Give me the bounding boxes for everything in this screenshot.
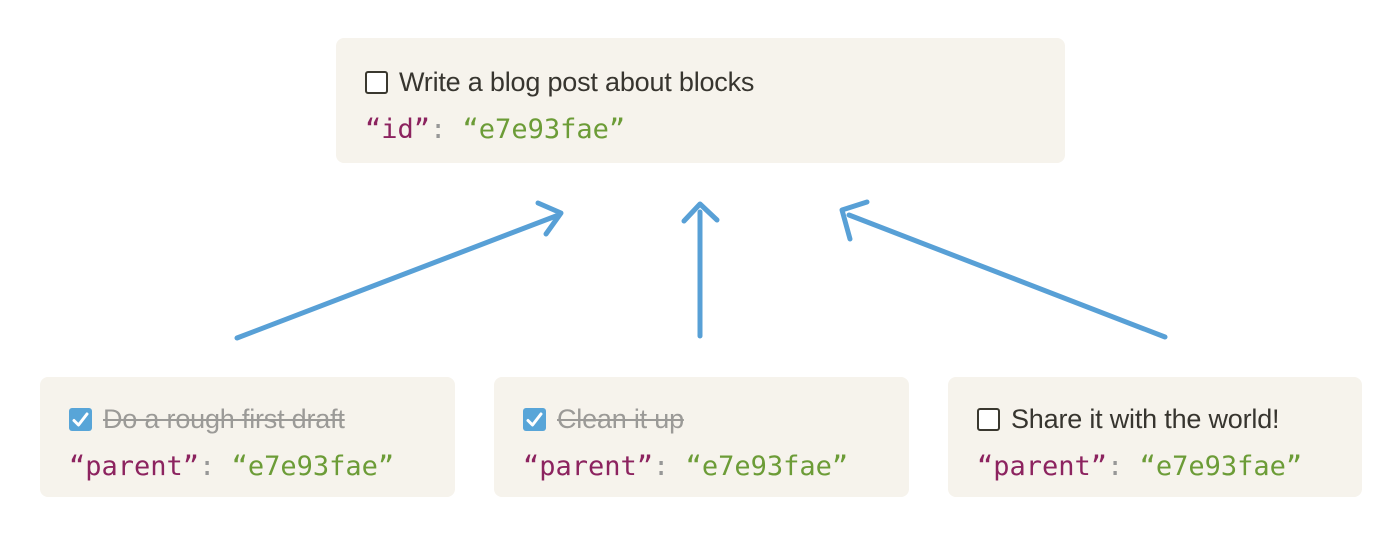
code-separator: : xyxy=(1107,451,1140,483)
block-parent-code: “parent”: “e7e93fae” xyxy=(69,450,435,484)
child-task-card: Share it with the world! “parent”: “e7e9… xyxy=(948,377,1362,497)
checkbox-checked-icon[interactable] xyxy=(523,408,546,432)
todo-row: Share it with the world! xyxy=(977,404,1342,435)
code-key: “parent” xyxy=(523,451,654,483)
block-parent-code: “parent”: “e7e93fae” xyxy=(977,450,1342,484)
task-title: Clean it up xyxy=(557,404,684,434)
todo-row: Clean it up xyxy=(523,404,889,435)
check-mark-icon xyxy=(72,412,89,427)
block-parent-code: “parent”: “e7e93fae” xyxy=(523,450,889,484)
task-title: Share it with the world! xyxy=(1011,404,1280,434)
todo-row: Do a rough first draft xyxy=(69,404,435,435)
code-value: “e7e93fae” xyxy=(462,114,626,146)
code-key: “id” xyxy=(365,114,431,146)
code-key: “parent” xyxy=(977,451,1108,483)
parent-task-card: Write a blog post about blocks “id”: “e7… xyxy=(336,38,1065,163)
code-value: “e7e93fae” xyxy=(685,451,849,483)
checkbox-unchecked-icon[interactable] xyxy=(977,408,1000,432)
checkbox-checked-icon[interactable] xyxy=(69,408,92,432)
child-task-card: Clean it up “parent”: “e7e93fae” xyxy=(494,377,909,497)
checkbox-unchecked-icon[interactable] xyxy=(365,71,388,95)
code-value: “e7e93fae” xyxy=(1139,451,1303,483)
check-mark-icon xyxy=(526,412,543,427)
code-separator: : xyxy=(430,114,463,146)
code-separator: : xyxy=(199,451,232,483)
code-separator: : xyxy=(653,451,686,483)
arrow-middle-child-to-parent xyxy=(681,201,720,339)
arrow-left-child-to-parent xyxy=(234,200,564,341)
todo-row: Write a blog post about blocks xyxy=(365,67,1045,98)
code-value: “e7e93fae” xyxy=(231,451,395,483)
task-title: Do a rough first draft xyxy=(103,404,345,434)
block-id-code: “id”: “e7e93fae” xyxy=(365,113,1045,147)
task-title: Write a blog post about blocks xyxy=(399,67,755,97)
arrow-right-child-to-parent xyxy=(839,199,1168,340)
code-key: “parent” xyxy=(69,451,200,483)
child-task-card: Do a rough first draft “parent”: “e7e93f… xyxy=(40,377,455,497)
